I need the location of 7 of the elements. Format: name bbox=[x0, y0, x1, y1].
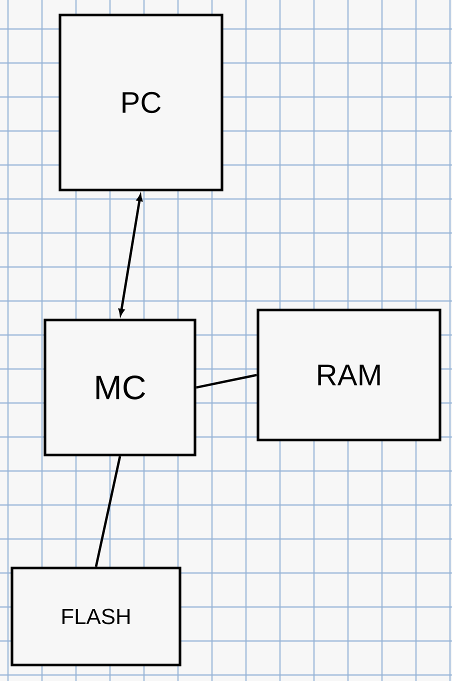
block-box: RAM bbox=[256, 308, 442, 442]
block-box: PC bbox=[58, 14, 224, 192]
connector-line bbox=[94, 456, 122, 567]
connector-line bbox=[196, 374, 257, 389]
block-box: FLASH bbox=[10, 566, 182, 666]
connector-line bbox=[118, 194, 142, 316]
block-box: MC bbox=[44, 318, 196, 456]
